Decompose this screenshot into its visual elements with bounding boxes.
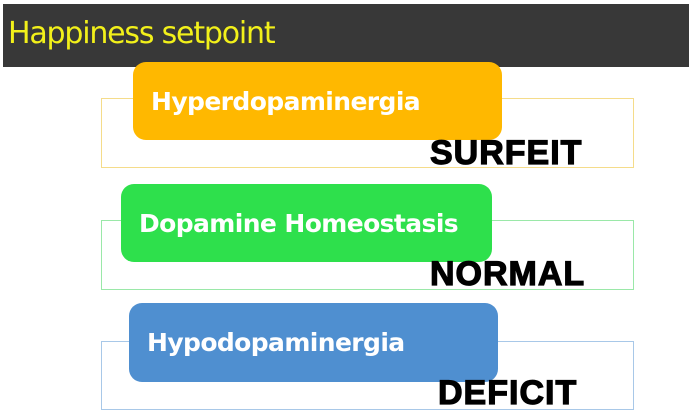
hypodopaminergia-label: Hypodopaminergia — [147, 328, 405, 357]
hypodopaminergia-box: Hypodopaminergia — [129, 303, 498, 382]
hyperdopaminergia-label: Hyperdopaminergia — [151, 86, 421, 116]
dopamine-homeostasis-label: Dopamine Homeostasis — [139, 208, 459, 238]
surfeit-label: SURFEIT — [429, 133, 583, 172]
hyperdopaminergia-box: Hyperdopaminergia — [133, 62, 502, 140]
title-bar: Happiness setpoint — [3, 4, 689, 67]
deficit-label: DEFICIT — [437, 373, 578, 412]
dopamine-homeostasis-box: Dopamine Homeostasis — [121, 184, 492, 262]
normal-label: NORMAL — [429, 254, 586, 293]
slide-title: Happiness setpoint — [8, 16, 276, 51]
